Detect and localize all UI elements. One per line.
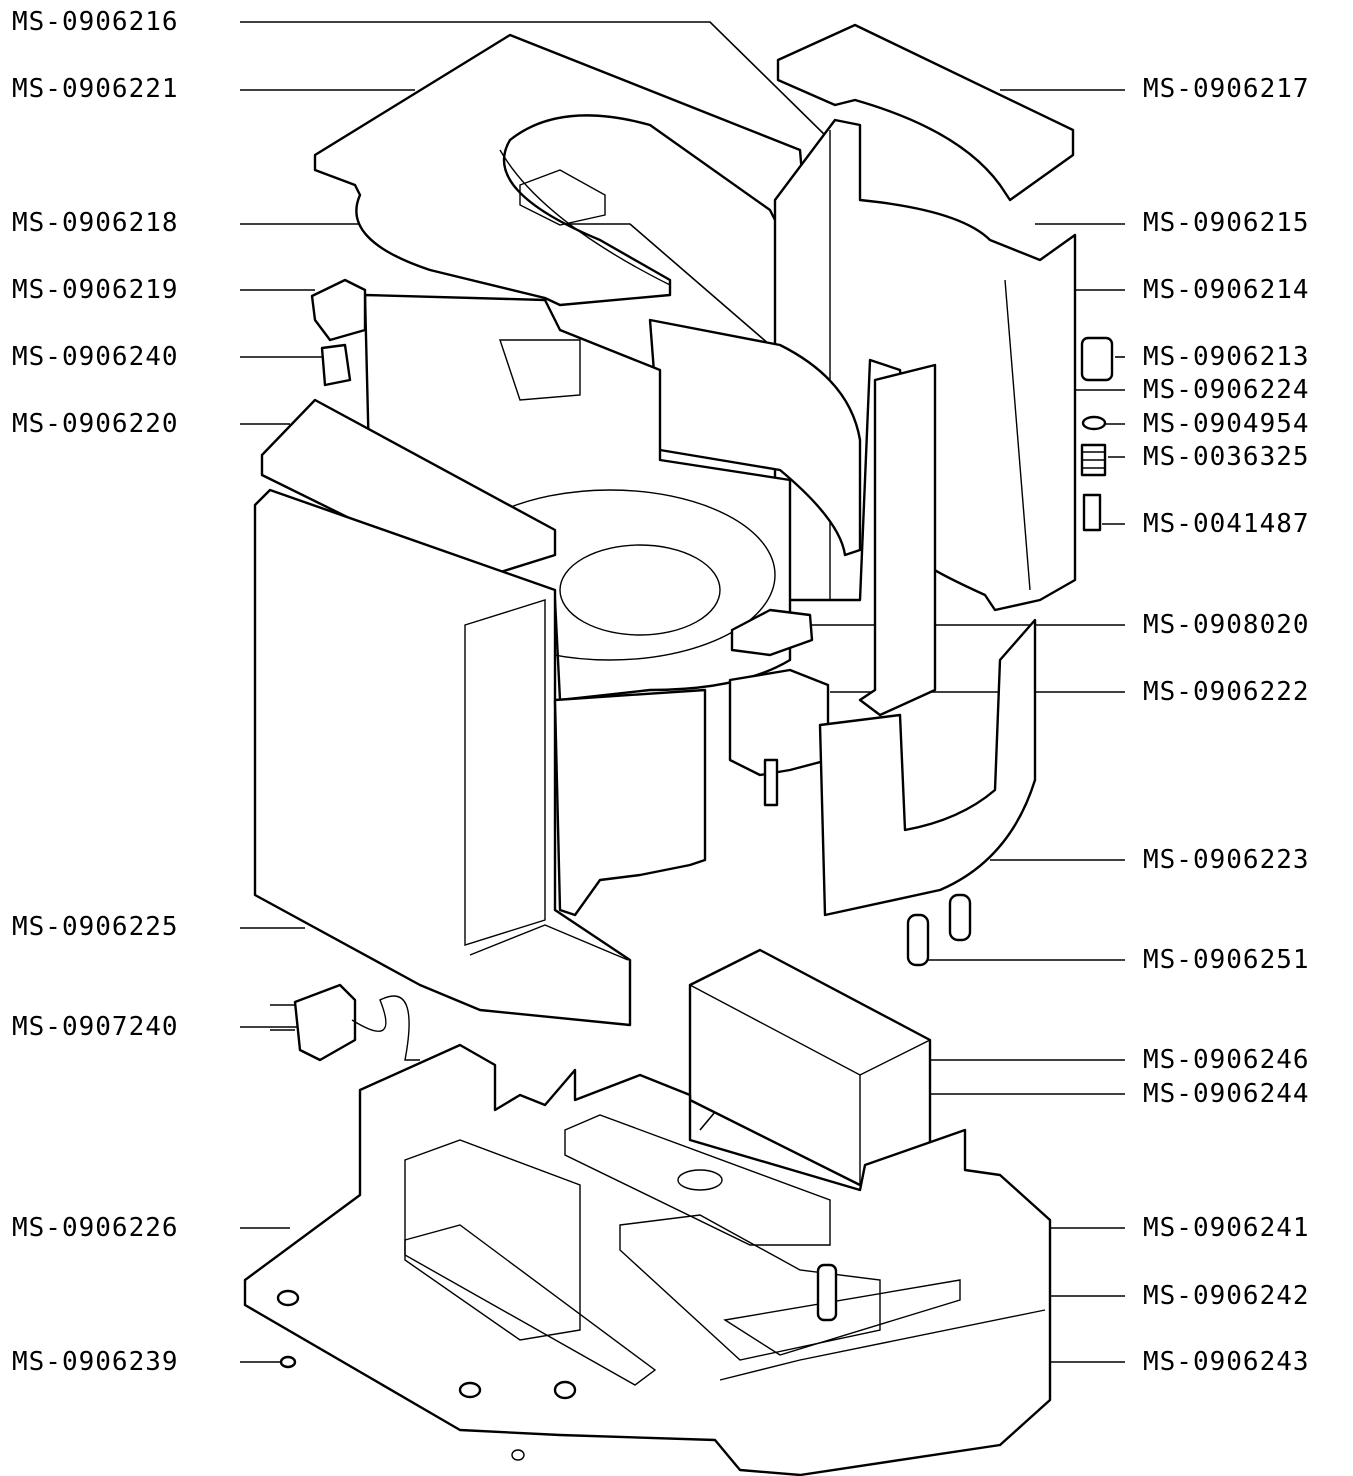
part-label: MS-0906216 — [12, 7, 179, 37]
part-label: MS-0906215 — [1143, 208, 1310, 238]
part-label: MS-0908020 — [1143, 610, 1310, 640]
inner-frame-part — [648, 318, 862, 557]
part-label: MS-0906222 — [1143, 677, 1310, 707]
part-label: MS-0906244 — [1143, 1079, 1310, 1109]
part-label: MS-0906221 — [12, 74, 179, 104]
part-label: MS-0906243 — [1143, 1347, 1310, 1377]
part-label: MS-0906214 — [1143, 275, 1310, 305]
left-top-block-part — [260, 398, 557, 582]
part-label: MS-0906217 — [1143, 74, 1310, 104]
part-label: MS-0906223 — [1143, 845, 1310, 875]
feet-part — [906, 893, 972, 967]
part-label: MS-0906246 — [1143, 1045, 1310, 1075]
part-label: MS-0906241 — [1143, 1213, 1310, 1243]
top-lid-part — [313, 33, 807, 307]
vertical-rail-part — [858, 363, 937, 717]
right-lid-part — [776, 23, 1075, 202]
power-cord-part — [270, 983, 420, 1062]
part-label: MS-0906239 — [12, 1347, 179, 1377]
part-label: MS-0906226 — [12, 1213, 179, 1243]
part-label: MS-0041487 — [1143, 509, 1310, 539]
right-small-parts — [1080, 336, 1114, 532]
brew-head-part — [728, 608, 830, 807]
part-label: MS-0906242 — [1143, 1281, 1310, 1311]
front-right-housing-part — [818, 618, 1037, 917]
part-label: MS-0906219 — [12, 275, 179, 305]
part-label: MS-0906220 — [12, 409, 179, 439]
part-label: MS-0904954 — [1143, 409, 1310, 439]
left-panel-part — [253, 488, 632, 1027]
part-label: MS-0906218 — [12, 208, 179, 238]
inner-wall-part — [553, 688, 707, 917]
part-label: MS-0036325 — [1143, 442, 1310, 472]
part-label: MS-0906225 — [12, 912, 179, 942]
left-clips-part — [310, 278, 367, 387]
leader-lines-right — [699, 89, 1125, 1363]
part-label: MS-0906213 — [1143, 342, 1310, 372]
base-part — [243, 1043, 1052, 1476]
part-label: MS-0906240 — [12, 342, 179, 372]
part-label: MS-0907240 — [12, 1012, 179, 1042]
part-label: MS-0906224 — [1143, 375, 1310, 405]
part-label: MS-0906251 — [1143, 945, 1310, 975]
